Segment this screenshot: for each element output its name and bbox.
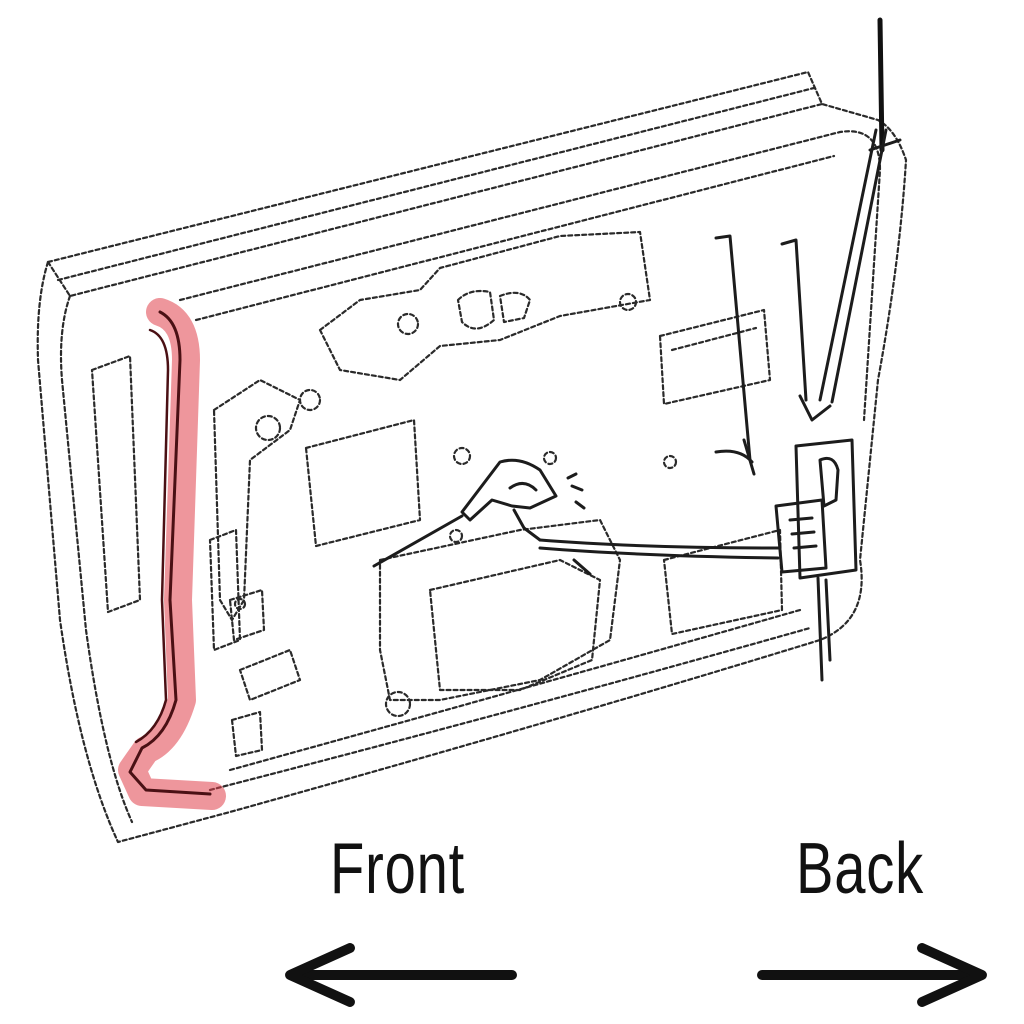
lock-mechanism [372, 17, 902, 682]
back-label: Back [796, 829, 924, 909]
door-shell [36, 70, 908, 844]
arrow-right-icon [757, 943, 987, 1007]
inner-panel-openings [208, 230, 784, 758]
front-label: Front [330, 829, 465, 909]
highlighted-seal [118, 298, 226, 810]
arrow-left-icon [285, 943, 517, 1007]
